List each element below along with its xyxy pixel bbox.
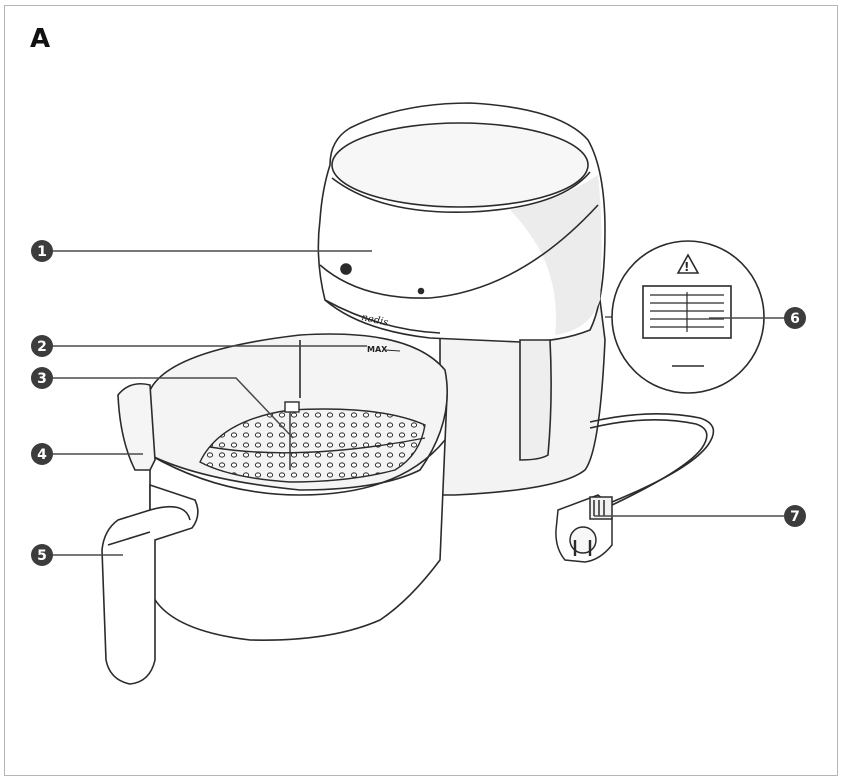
callout-6: 6 xyxy=(784,307,806,329)
callout-2: 2 xyxy=(31,335,53,357)
crisper-plate xyxy=(199,401,426,483)
max-fill-marking: MAX xyxy=(367,345,388,354)
svg-text:5: 5 xyxy=(37,548,47,564)
callout-1: 1 xyxy=(31,240,53,262)
svg-text:!: ! xyxy=(684,260,689,274)
callout-5: 5 xyxy=(31,544,53,566)
svg-text:6: 6 xyxy=(790,311,800,327)
basket xyxy=(149,333,448,641)
vent-detail-inset: ! xyxy=(605,240,765,394)
vent-slots xyxy=(650,292,724,332)
figure-letter: A xyxy=(30,24,51,54)
air-fryer-housing xyxy=(317,102,606,496)
svg-text:4: 4 xyxy=(37,447,47,463)
callout-4: 4 xyxy=(31,443,53,465)
svg-text:7: 7 xyxy=(790,509,800,525)
svg-text:1: 1 xyxy=(37,244,47,260)
svg-text:2: 2 xyxy=(37,339,47,355)
basket-handle xyxy=(101,382,199,685)
callout-3: 3 xyxy=(31,367,53,389)
power-plug xyxy=(555,494,613,563)
power-cord xyxy=(589,413,715,507)
callout-7: 7 xyxy=(784,505,806,527)
leader-lines xyxy=(52,250,784,556)
svg-text:3: 3 xyxy=(37,371,47,387)
